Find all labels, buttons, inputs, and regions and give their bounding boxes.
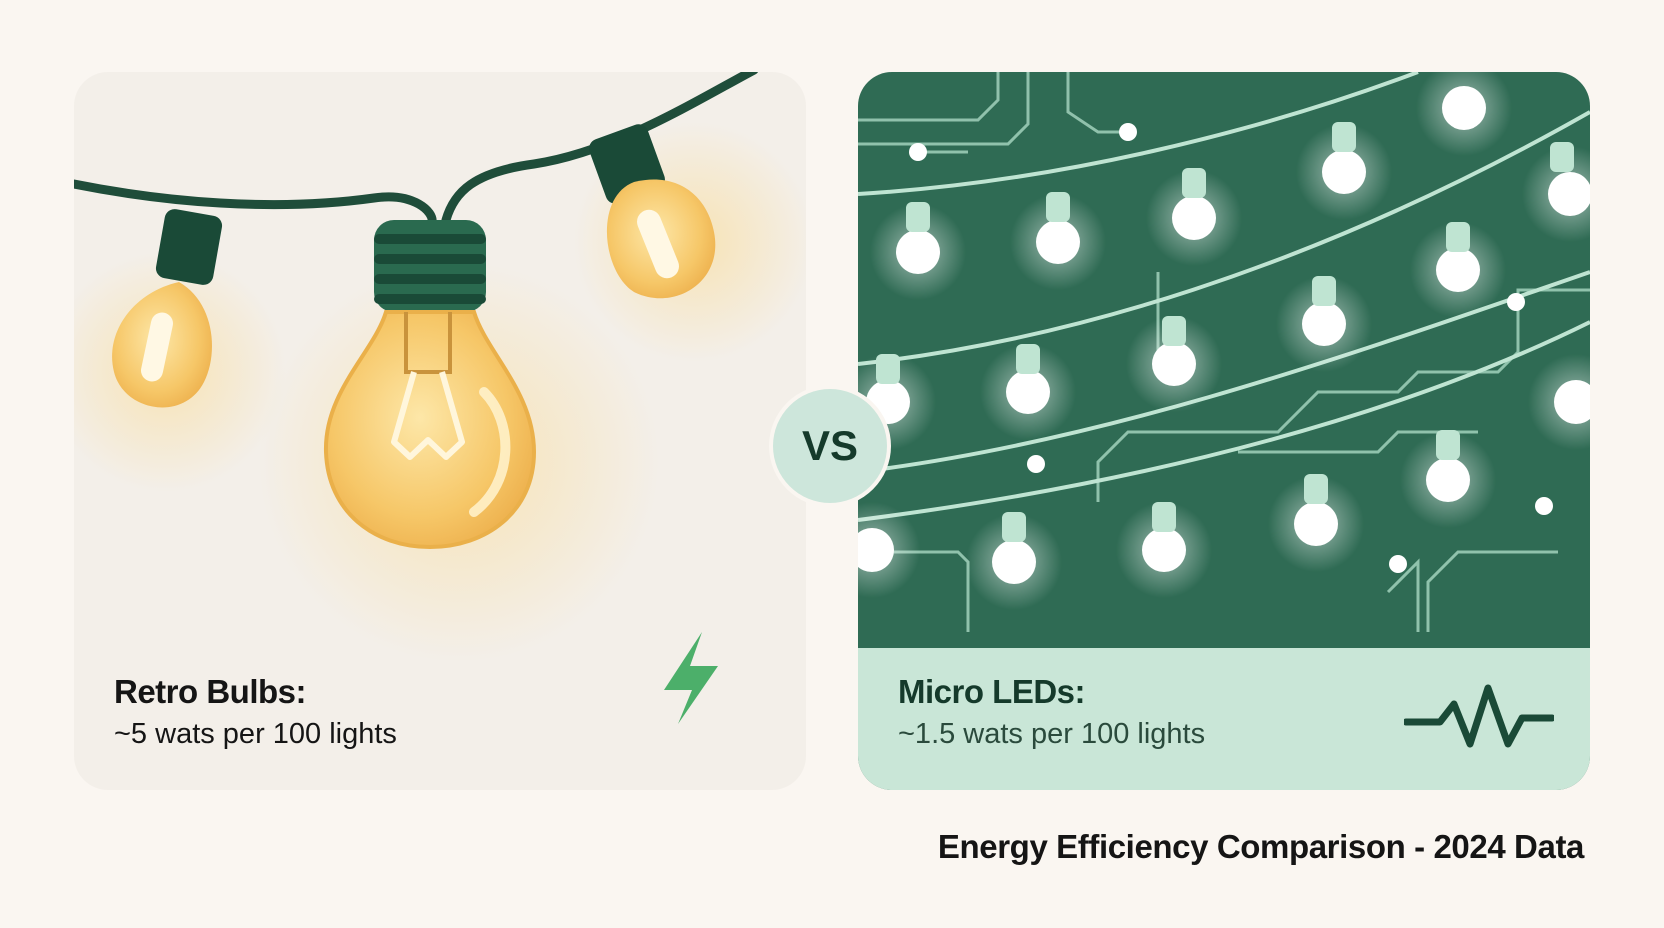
pulse-wave-icon	[1404, 684, 1554, 748]
retro-bulbs-title: Retro Bulbs:	[114, 673, 306, 710]
lightning-bolt-icon	[664, 632, 718, 724]
micro-leds-card: Micro LEDs: ~1.5 wats per 100 lights	[858, 72, 1590, 790]
micro-leds-info-band	[858, 648, 1590, 790]
retro-bulbs-wattage: ~5 wats per 100 lights	[114, 718, 397, 750]
micro-leds-illustration	[858, 72, 1590, 632]
vs-badge: VS	[773, 389, 887, 503]
led-bulbs	[858, 72, 1590, 610]
micro-leds-title: Micro LEDs:	[898, 673, 1086, 710]
small-bulb-right	[589, 124, 716, 299]
large-edison-bulb	[323, 220, 537, 550]
small-bulb-left	[112, 209, 223, 408]
comparison-caption: Energy Efficiency Comparison - 2024 Data	[937, 828, 1584, 865]
retro-bulbs-label: Retro Bulbs: ~5 wats per 100 lights	[114, 670, 397, 754]
retro-bulbs-illustration	[74, 72, 806, 724]
micro-leds-wattage: ~1.5 wats per 100 lights	[898, 718, 1206, 750]
micro-leds-label: Micro LEDs: ~1.5 wats per 100 lights	[898, 670, 1205, 754]
retro-bulbs-card: Retro Bulbs: ~5 wats per 100 lights	[74, 72, 806, 790]
